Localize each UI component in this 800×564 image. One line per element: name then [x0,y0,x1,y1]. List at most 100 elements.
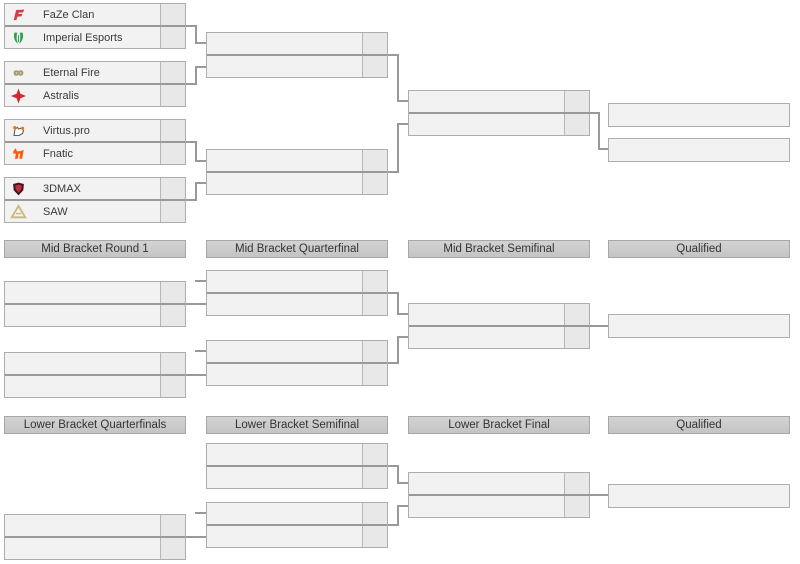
connector-line [397,505,408,507]
connector-stub [195,280,206,282]
team-row-faze-clan[interactable]: FaZe Clan [5,4,185,25]
connector-line [186,25,196,27]
team-row-saw[interactable]: SAW [5,201,185,222]
upper-match-4[interactable]: 3DMAX SAW [4,177,186,223]
connector-line [397,313,408,315]
team-row-virtus-pro[interactable]: Virtus.pro [5,120,185,141]
team-name: FaZe Clan [43,8,95,21]
connector-stub [195,512,206,514]
team-name: 3DMAX [43,182,81,195]
team-name: Eternal Fire [43,66,100,79]
eternal-fire-icon [10,65,27,81]
empty-team-row [207,173,387,194]
team-name: SAW [43,205,68,218]
mid-qualified-slot [608,314,790,338]
match-divider [5,141,185,143]
match-divider [409,112,589,114]
team-row-imperial-esports[interactable]: Imperial Esports [5,27,185,48]
connector-line [397,336,399,364]
team-row-3dmax[interactable]: 3DMAX [5,178,185,199]
connector-line [588,494,608,496]
team-row-eternal-fire[interactable]: Eternal Fire [5,62,185,83]
score-cell [160,27,185,48]
score-cell [160,376,185,397]
header-mid-qualified: Qualified [608,240,790,258]
score-cell [160,62,185,83]
empty-team-row [207,503,387,524]
empty-team-row [409,473,589,494]
mid-semifinal [408,303,590,349]
connector-line [388,465,398,467]
empty-team-row [207,364,387,385]
connector-line [195,42,206,44]
upper-match-3[interactable]: Virtus.pro Fnatic [4,119,186,165]
empty-team-row [207,294,387,315]
score-cell [362,364,387,385]
upper-qualified-slot-2 [608,138,790,162]
team-name: Virtus.pro [43,124,90,137]
upper-match-2[interactable]: Eternal Fire Astralis [4,61,186,107]
match-divider [5,25,185,27]
match-divider [5,374,185,376]
connector-line [397,292,399,315]
lower-qualified-slot [608,484,790,508]
upper-semifinal [408,90,590,136]
score-cell [160,538,185,559]
empty-team-row [207,150,387,171]
saw-icon [10,203,27,220]
connector-line [195,141,197,162]
connector-line [397,482,408,484]
empty-team-row [5,376,185,397]
match-divider [5,199,185,201]
team-name: Fnatic [43,147,73,160]
connector-line [186,141,196,143]
team-row-fnatic[interactable]: Fnatic [5,143,185,164]
connector-line [388,54,398,56]
connector-line [388,171,398,173]
empty-team-row [5,538,185,559]
empty-team-row [207,271,387,292]
3dmax-icon [10,181,27,197]
connector-line [397,465,399,484]
empty-team-row [207,467,387,488]
match-divider [207,292,387,294]
header-mid-bracket-semifinal: Mid Bracket Semifinal [408,240,590,258]
score-cell [362,503,387,524]
upper-quarterfinal-2 [206,149,388,195]
empty-team-row [409,496,589,517]
match-divider [207,362,387,364]
empty-team-row [409,304,589,325]
match-divider [207,171,387,173]
header-mid-bracket-quarterfinal: Mid Bracket Quarterfinal [206,240,388,258]
empty-team-row [207,33,387,54]
match-divider [207,524,387,526]
score-cell [160,282,185,303]
connector-line [388,292,398,294]
empty-team-row [5,305,185,326]
team-row-astralis[interactable]: Astralis [5,85,185,106]
score-cell [564,91,589,112]
upper-match-1[interactable]: FaZe Clan Imperial Esports [4,3,186,49]
score-cell [160,515,185,536]
virtus-pro-icon [10,123,27,139]
score-cell [564,327,589,348]
match-divider [207,54,387,56]
score-cell [160,143,185,164]
score-cell [362,173,387,194]
header-lower-bracket-final: Lower Bracket Final [408,416,590,434]
score-cell [564,473,589,494]
connector-line [195,182,197,201]
connector-line [598,148,608,150]
imperial-esports-icon [10,30,27,46]
header-lower-qualified: Qualified [608,416,790,434]
empty-team-row [207,444,387,465]
upper-quarterfinal-1 [206,32,388,78]
score-cell [160,353,185,374]
score-cell [362,56,387,77]
score-cell [160,305,185,326]
astralis-icon [10,88,27,104]
empty-team-row [409,114,589,135]
empty-team-row [5,515,185,536]
empty-team-row [207,341,387,362]
